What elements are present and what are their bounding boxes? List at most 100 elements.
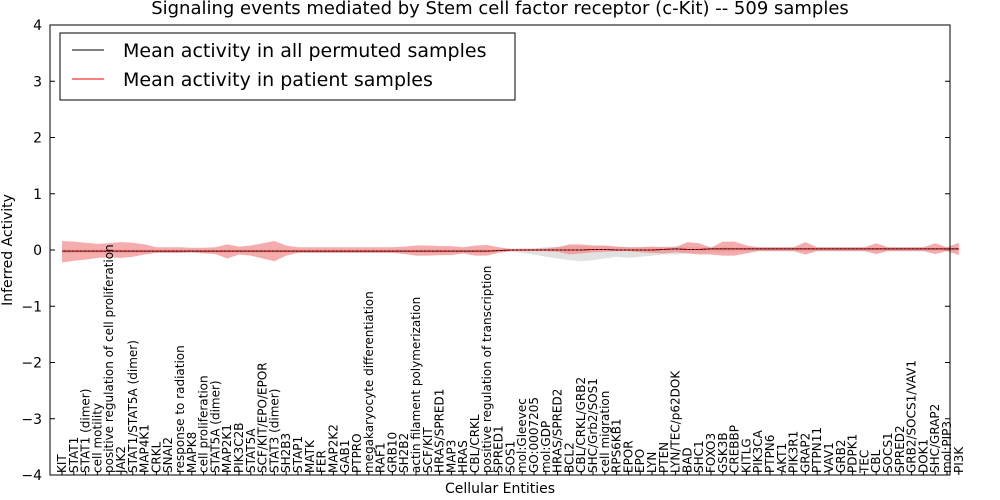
x-tick-label: FER: [315, 450, 329, 473]
x-tick-label: CREBBP: [728, 425, 742, 473]
x-tick-label: DOK1: [916, 439, 930, 473]
x-tick-label: SPRED1: [492, 425, 506, 473]
x-tick-label: STAP1: [291, 436, 305, 473]
x-tick-label: GRB2: [834, 439, 848, 473]
x-tick-label: SCF/KIT/EPO/EPOR: [256, 362, 270, 473]
x-tick-label: PTPN6: [763, 435, 777, 473]
x-tick-label: positive regulation of transcription: [480, 266, 494, 473]
x-tick-label: EPOR: [621, 440, 635, 473]
x-tick-label: STAT1 (dimer): [79, 389, 93, 473]
x-tick-label: SH2B2: [397, 433, 411, 473]
x-tick-label: HRAS/SPRED1: [433, 389, 447, 473]
band-patient: [62, 241, 959, 263]
x-tick-label: cell migration: [598, 391, 612, 473]
x-tick-label: RAF1: [374, 442, 388, 473]
y-tick-label: 2: [33, 131, 42, 147]
x-tick-label: SH2B3: [279, 433, 293, 473]
legend-label-permuted: Mean activity in all permuted samples: [123, 40, 486, 62]
x-tick-label: GO:0007205: [527, 397, 541, 473]
x-tick-label: megakaryocyte differentiation: [362, 291, 376, 473]
x-tick-label: mol:GDP: [539, 421, 553, 473]
line-patient: [62, 248, 959, 252]
x-tick-label: STAT5A: [244, 428, 258, 473]
x-tick-label: JAK2: [114, 446, 128, 474]
x-tick-label: TEC: [857, 450, 871, 474]
x-tick-label: PI3K: [952, 446, 966, 473]
x-tick-label: VAV1: [822, 442, 836, 473]
x-tick-label: PDPK1: [846, 434, 860, 473]
x-tick-label: PTEN: [657, 442, 671, 473]
x-tick-label: STAT5A (dimer): [208, 380, 222, 473]
plot-frame: [49, 24, 951, 476]
x-tick-label: GRAP2: [798, 433, 812, 473]
y-tick-label: 1: [33, 187, 42, 203]
legend: Mean activity in all permuted samples Me…: [59, 32, 516, 101]
x-tick-label: STAT1/STAT5A (dimer): [126, 340, 140, 473]
x-tick-label: SPRED2: [893, 425, 907, 473]
x-tick-label: response to radiation: [173, 345, 187, 473]
legend-label-patient: Mean activity in patient samples: [123, 69, 433, 91]
series-lines: [62, 248, 959, 252]
x-tick-label: PTPN11: [810, 427, 824, 473]
y-tick-label: −3: [21, 412, 42, 428]
x-tick-label: CBL/CRKL: [468, 414, 482, 473]
x-tick-label: PTPRO: [350, 433, 364, 473]
x-tick-label: HRAS/SPRED2: [551, 389, 565, 473]
x-tick-label: RPS6KB1: [610, 418, 624, 473]
x-tick-label: CBL/CRKL/GRB2: [574, 377, 588, 473]
x-tick-label: SOS1: [503, 441, 517, 473]
x-tick-label: CBL: [869, 449, 883, 473]
x-tick-label: HRAS: [456, 440, 470, 473]
x-tick-label: SHC/GRAP2: [928, 404, 942, 473]
chart-title: Signaling events mediated by Stem cell f…: [151, 0, 849, 19]
x-tick-label: PIK3C2B: [232, 422, 246, 473]
x-tick-label: MAPK8: [185, 432, 199, 473]
x-tick-label: mol:Gleevec: [515, 398, 529, 473]
x-tick-label: positive regulation of cell proliferatio…: [102, 244, 116, 473]
y-tick-label: 4: [33, 18, 42, 34]
x-tick-label: MAP4K1: [138, 424, 152, 473]
x-tick-label: GRB2/SOCS1/VAV1: [905, 360, 919, 473]
y-tick-label: 3: [33, 74, 42, 90]
y-axis-ticks: −4 −3 −2 −1 0 1 2 3 4: [21, 18, 950, 484]
x-tick-label: SOCS1: [881, 432, 895, 473]
x-tick-label: STAT1: [67, 437, 81, 473]
x-tick-label: STAT3 (dimer): [267, 389, 281, 473]
x-tick-label: LYN/TEC/p62DOK: [669, 370, 683, 473]
y-axis-label: Inferred Activity: [0, 194, 16, 306]
x-tick-label: EPO: [633, 449, 647, 473]
y-tick-label: −2: [21, 356, 42, 372]
x-tick-label: MAP2K2: [326, 424, 340, 473]
x-tick-label: cell proliferation: [197, 375, 211, 473]
x-tick-label: KITLG: [739, 438, 753, 473]
x-tick-label: MAP2K1: [220, 424, 234, 473]
x-tick-label: SHC/Grb2/SOS1: [586, 378, 600, 473]
x-tick-label: SCF/KIT: [421, 427, 435, 473]
x-tick-label: actin filament polymerization: [409, 297, 423, 473]
confidence-bands: [62, 241, 959, 263]
x-tick-label: MATK: [303, 439, 317, 473]
x-tick-label: GAB1: [338, 440, 352, 473]
x-tick-label: PIK3R1: [787, 431, 801, 473]
y-tick-label: 0: [33, 243, 42, 259]
y-tick-label: −4: [21, 468, 42, 484]
x-tick-label: cell motility: [90, 403, 104, 473]
x-tick-label: CRKL: [149, 441, 163, 473]
x-tick-label: SHC1: [692, 440, 706, 473]
x-tick-label: BCL2: [562, 442, 576, 473]
x-tick-label: GSK3B: [716, 432, 730, 473]
x-tick-label: FOXO3: [704, 433, 718, 473]
y-tick-label: −1: [21, 299, 42, 315]
x-tick-label: MAP3: [444, 440, 458, 473]
x-tick-label: AKT1: [775, 443, 789, 473]
x-tick-label: BAD: [680, 447, 694, 473]
x-tick-label: GRB10: [385, 432, 399, 473]
x-tick-label: LYN: [645, 452, 659, 473]
legend-box: [59, 32, 516, 101]
x-tick-label: KIT: [55, 454, 69, 473]
x-axis-label: Cellular Entities: [445, 481, 555, 497]
x-tick-label: SNAI2: [161, 437, 175, 473]
x-tick-label: PIK3CA: [751, 429, 765, 473]
